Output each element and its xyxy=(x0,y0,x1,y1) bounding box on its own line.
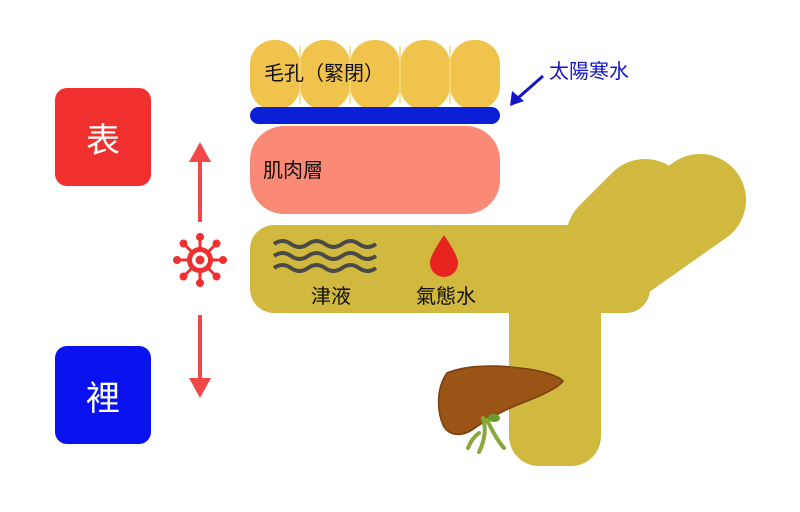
waves-icon xyxy=(272,239,378,273)
interior-label-box: 裡 xyxy=(55,346,151,444)
surface-label: 表 xyxy=(86,120,120,161)
arrow-down-icon xyxy=(189,315,211,398)
taiyang-label: 太陽寒水 xyxy=(549,59,629,83)
interior-label: 裡 xyxy=(86,378,120,419)
muscle-label: 肌肉層 xyxy=(263,158,323,182)
surface-label-box: 表 xyxy=(55,88,151,186)
muscle-layer xyxy=(250,126,500,214)
virus-icon xyxy=(173,233,227,287)
fluid-channel xyxy=(250,154,746,466)
pores-layer xyxy=(250,40,500,110)
liver-icon xyxy=(437,365,564,454)
arrow-left-icon xyxy=(510,74,544,106)
pores-label: 毛孔（緊閉） xyxy=(264,61,384,85)
barrier-band xyxy=(250,107,500,124)
arrow-up-icon xyxy=(189,142,211,222)
drop-icon xyxy=(430,235,458,277)
body-fluids-label: 津液 xyxy=(311,284,351,308)
qi-water-label: 氣態水 xyxy=(416,284,476,308)
